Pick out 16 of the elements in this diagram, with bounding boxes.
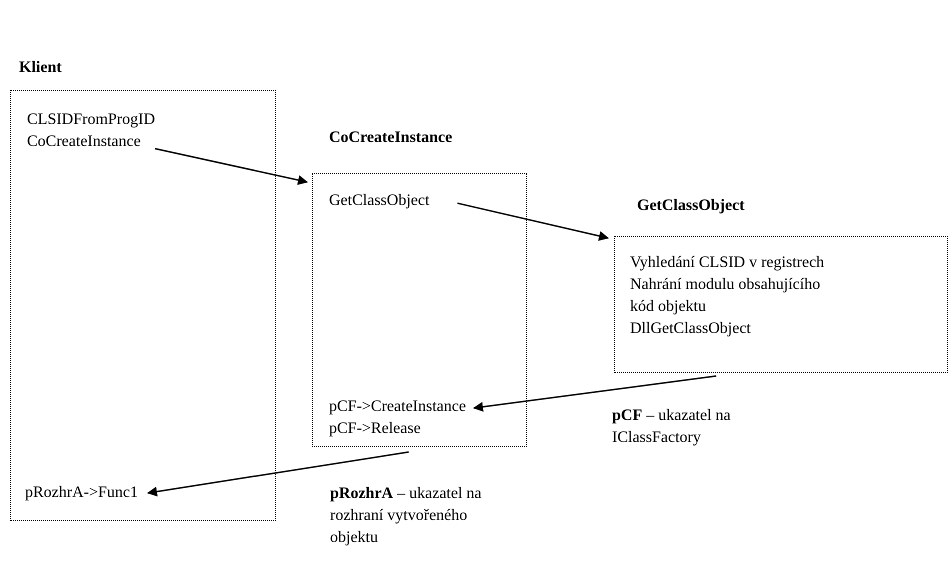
- arrow: [154, 148, 308, 185]
- function-text: CoCreateInstance: [27, 132, 142, 152]
- arrow: [457, 202, 609, 241]
- box-text: Nahrání modulu obsahujícího kód objektu: [630, 275, 822, 317]
- box-heading: Klient: [19, 59, 62, 77]
- box-heading: CoCreateInstance: [329, 129, 452, 147]
- arrow: [473, 375, 716, 412]
- function-text: GetClassObject: [329, 191, 430, 211]
- function-text: CLSIDFromProgID: [27, 110, 156, 130]
- function-text: pCF->CreateInstance: [329, 397, 466, 417]
- function-text: pCF->Release: [329, 419, 422, 439]
- box-text: Vyhledání CLSID v registrech: [630, 253, 826, 273]
- box-heading: GetClassObject: [637, 197, 745, 215]
- box-text: DllGetClassObject: [630, 319, 752, 339]
- function-text: pRozhrA->Func1: [25, 483, 138, 503]
- arrow: [147, 451, 409, 497]
